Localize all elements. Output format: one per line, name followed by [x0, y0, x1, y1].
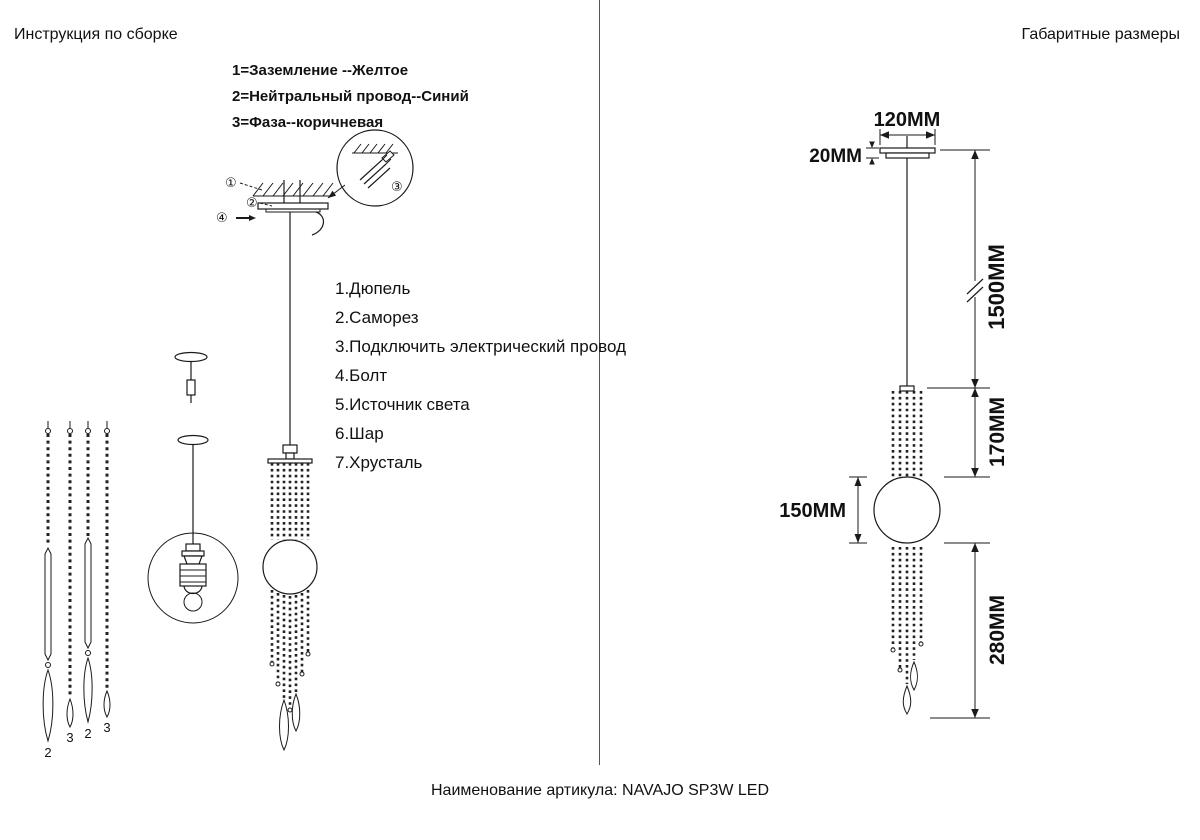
- wire-legend: 1=Заземление --Желтое 2=Нейтральный пров…: [232, 58, 469, 136]
- break-mark-icon: [966, 278, 984, 303]
- chain-label-2: 3: [66, 730, 73, 745]
- crystal-drop-icon: [902, 684, 912, 715]
- mount-hook: [311, 211, 324, 236]
- crystal-drop-icon: [42, 668, 54, 743]
- upper-crystal-strands: [270, 463, 310, 540]
- crystal-drop-icon: [291, 692, 301, 733]
- crystal-drop-icon: [910, 660, 918, 692]
- callout-numbers: ① ② ③ ④: [216, 176, 403, 226]
- dimension-diagram: 120MM 20MM 1500MM 170MM 280MM: [779, 109, 1009, 719]
- parts-list-item-sphere: 6.Шар: [335, 424, 384, 443]
- parts-list-item-connect-wire: 3.Подключить электрический провод: [335, 337, 627, 356]
- dim-label-120mm: 120MM: [874, 109, 941, 131]
- dim-label-170mm: 170MM: [986, 397, 1009, 467]
- parts-list-item-screw: 2.Саморез: [335, 308, 419, 327]
- dim-label-1500mm: 1500MM: [984, 244, 1009, 330]
- dim-label-20mm: 20MM: [809, 146, 862, 167]
- lower-crystal-strands: [891, 547, 923, 684]
- upper-crystal-strands: [891, 391, 923, 477]
- callout-3: ③: [391, 180, 403, 195]
- crystal-drop-icon: [103, 689, 111, 719]
- wire-legend-neutral: 2=Нейтральный провод--Синий: [232, 88, 469, 105]
- parts-list-item-crystal: 7.Хрусталь: [335, 453, 423, 472]
- chain-label-1: 2: [44, 745, 51, 760]
- assembly-diagram: ① ② ③ ④: [42, 129, 414, 760]
- parts-list-item-dowel: 1.Дюпель: [335, 279, 411, 298]
- parts-list: 1.Дюпель 2.Саморез 3.Подключить электрич…: [335, 274, 626, 477]
- lower-crystal-strands: [270, 590, 310, 708]
- bulb-icon: [183, 592, 203, 612]
- glass-sphere: [262, 539, 318, 595]
- wire-legend-phase: 3=Фаза--коричневая: [232, 114, 384, 131]
- dim-chain-right: 1500MM 170MM 280MM: [927, 149, 1009, 719]
- dim-sphere-diameter: 150MM: [779, 476, 867, 544]
- dim-canopy-width: 120MM: [874, 109, 941, 145]
- crystal-drop-icon: [279, 698, 289, 752]
- canopy-plate: [257, 202, 329, 210]
- right-section-title: Габаритные размеры: [1021, 26, 1180, 43]
- dowel-icon: [283, 180, 301, 203]
- socket-assembly-drawing: [147, 434, 239, 624]
- leader-arrow-icon: [328, 190, 337, 198]
- break-mark-gap: [969, 281, 981, 297]
- bead-chain-4: 3: [103, 421, 111, 735]
- left-section-title: Инструкция по сборке: [14, 26, 178, 43]
- section-divider-line: [599, 0, 600, 765]
- chain-label-3: 2: [84, 726, 91, 741]
- canopy-plate: [879, 147, 936, 154]
- pendant-lamp-drawing: [262, 444, 318, 752]
- wire-detail-callout: [327, 129, 414, 207]
- dim-canopy-height: 20MM: [809, 141, 879, 167]
- lamp-socket-icon: [183, 585, 203, 595]
- callout-1: ①: [225, 176, 237, 191]
- twisted-wires-icon: [359, 159, 391, 189]
- socket-callout-circle: [147, 532, 239, 624]
- callout-2: ②: [246, 196, 258, 211]
- wire-legend-ground: 1=Заземление --Желтое: [232, 62, 409, 79]
- chain-label-4: 3: [103, 720, 110, 735]
- bead-chain-2: 3: [66, 421, 74, 745]
- crystal-drop-icon: [66, 697, 74, 729]
- callout-4: ④: [216, 211, 228, 226]
- parts-list-item-light-source: 5.Источник света: [335, 395, 470, 414]
- ceiling-mount-drawing: [252, 180, 334, 445]
- dim-label-150mm: 150MM: [779, 500, 846, 522]
- glass-sphere: [873, 476, 941, 544]
- lamp-outline: [873, 136, 941, 715]
- canopy-part-drawing: [174, 351, 208, 403]
- crystal-drop-icon: [83, 656, 93, 724]
- parts-list-item-bolt: 4.Болт: [335, 366, 388, 385]
- bead-chain-3: 2: [83, 421, 93, 741]
- article-name: Наименование артикула: NAVAJO SP3W LED: [430, 782, 770, 799]
- bead-chain-1: 2: [42, 421, 54, 760]
- dim-label-280mm: 280MM: [986, 595, 1009, 665]
